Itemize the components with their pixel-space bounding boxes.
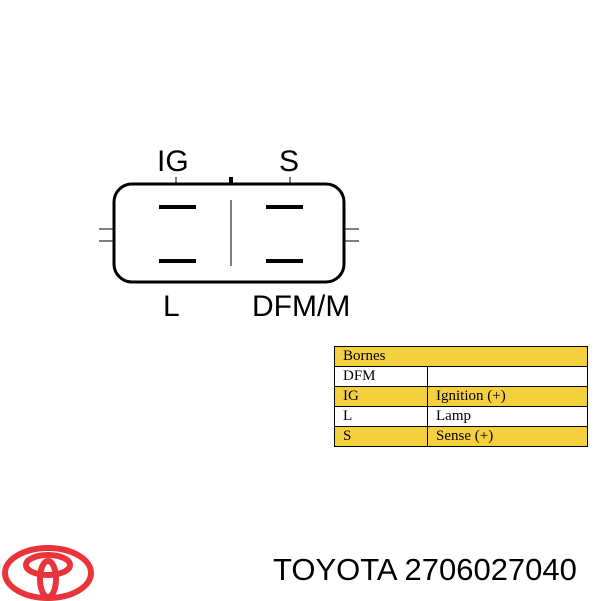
table-row: S Sense (+) [334,426,588,447]
table-header-row: Bornes [334,346,588,367]
pin-label-dfm-m: DFM/M [252,290,351,323]
terminal-table: Bornes DFM IG Ignition (+) L Lamp S Sens… [334,346,588,447]
table-row: DFM [334,366,588,387]
table-header: Bornes [334,346,588,367]
pin-label-s: S [279,145,300,178]
toyota-logo-icon [2,545,94,601]
table-row: L Lamp [334,406,588,427]
terminal-cell: IG [334,386,428,407]
function-cell: Lamp [427,406,588,427]
locking-tab [229,177,233,184]
terminal-cell: S [334,426,428,447]
table-row: IG Ignition (+) [334,386,588,407]
function-cell: Ignition (+) [427,386,588,407]
connector-housing [112,182,346,284]
part-caption: TOYOTA 2706027040 [273,552,577,587]
terminal-cell: DFM [334,366,428,387]
pin-label-l: L [163,290,180,323]
terminal-cell: L [334,406,428,427]
connector-diagram [99,177,359,284]
function-cell: Sense (+) [427,426,588,447]
function-cell [427,366,588,387]
pin-label-ig: IG [157,145,189,178]
